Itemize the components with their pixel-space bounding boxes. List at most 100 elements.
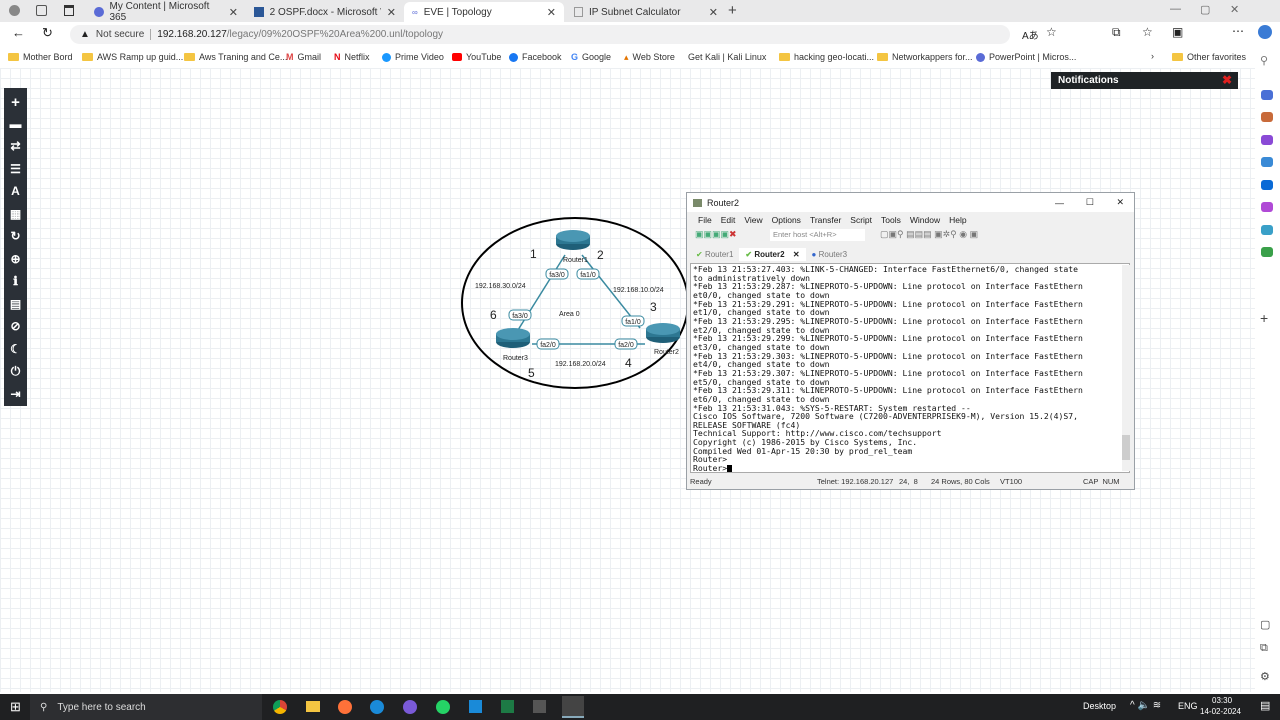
terminal-output[interactable]: *Feb 13 21:53:27.403: %LINK-5-CHANGED: I… xyxy=(690,263,1130,473)
sidebar-layout-icon[interactable]: ▢ xyxy=(1260,619,1271,631)
other-favorites[interactable]: Other favorites xyxy=(1172,52,1246,62)
designer-icon[interactable] xyxy=(1261,202,1273,212)
back-icon[interactable]: ← xyxy=(12,25,25,40)
file-explorer-icon[interactable] xyxy=(306,701,320,712)
url-input[interactable]: ▲ Not secure 192.168.20.127/legacy/09%20… xyxy=(70,25,1010,44)
bookmark-web-store[interactable]: ▴Web Store xyxy=(624,51,675,63)
bookmark-youtube[interactable]: YouTube xyxy=(452,52,501,62)
menu-window[interactable]: Window xyxy=(909,215,941,225)
moon-icon[interactable]: ☾ xyxy=(10,342,21,356)
favorite-star-icon[interactable]: ☆ xyxy=(1046,25,1057,39)
grid-icon[interactable]: ▦ xyxy=(9,207,22,221)
bookmark-prime-video[interactable]: Prime Video xyxy=(382,52,444,62)
close-button[interactable]: ✕ xyxy=(1116,197,1124,207)
profile-icon[interactable] xyxy=(9,5,20,16)
close-tab-icon[interactable]: ✕ xyxy=(708,6,718,19)
close-window-button[interactable]: ✕ xyxy=(1230,4,1240,16)
add-icon[interactable]: + xyxy=(11,94,20,111)
info-icon[interactable]: ℹ xyxy=(13,274,18,288)
close-tab-icon[interactable]: ✕ xyxy=(546,6,556,19)
tab-word[interactable]: 2 OSPF.docx - Microsoft Word O✕ xyxy=(246,2,404,22)
clock-date[interactable]: 14-02-2024 xyxy=(1200,707,1241,716)
more-icon[interactable]: ⋯ xyxy=(1232,24,1244,38)
tree-icon[interactable] xyxy=(1261,247,1273,257)
tab-eve-topology[interactable]: ∞EVE | Topology✕ xyxy=(404,2,564,22)
bookmark-networkappers[interactable]: Networkappers for... xyxy=(877,52,973,62)
toolbar-icons[interactable]: ▢▣⚲ ▤▤▤ ▣✲⚲ ◉ ▣ xyxy=(880,229,979,239)
minimize-button[interactable]: — xyxy=(1170,3,1181,15)
router2-icon[interactable] xyxy=(646,323,680,343)
host-input[interactable]: Enter host <Alt+R> xyxy=(770,229,865,241)
app-icon[interactable] xyxy=(403,700,417,714)
add-sidebar-icon[interactable]: + xyxy=(1260,310,1269,326)
menu-view[interactable]: View xyxy=(744,215,763,225)
connection-icon[interactable]: ⇄ xyxy=(10,139,21,153)
app-icon[interactable] xyxy=(469,700,482,713)
read-aloud-icon[interactable]: Aあ xyxy=(1022,31,1039,42)
refresh-icon[interactable]: ↻ xyxy=(42,25,53,40)
bookmark-powerpoint[interactable]: PowerPoint | Micros... xyxy=(976,52,1076,62)
menu-edit[interactable]: Edit xyxy=(720,215,736,225)
desktop-toolbar[interactable]: Desktop xyxy=(1083,701,1117,711)
games-icon[interactable] xyxy=(1261,135,1273,145)
app-icon[interactable] xyxy=(533,700,546,713)
tab-my-content[interactable]: My Content | Microsoft 365✕ xyxy=(86,1,246,23)
zoom-icon[interactable]: ⊕ xyxy=(10,252,21,266)
menu-options[interactable]: Options xyxy=(771,215,801,225)
lab-icon[interactable]: ▤ xyxy=(9,297,22,311)
close-tab-icon[interactable]: ✕ xyxy=(386,6,396,19)
favorites-icon[interactable]: ☆ xyxy=(1142,25,1153,39)
minimize-button[interactable]: — xyxy=(1055,197,1064,208)
tab-router2[interactable]: ✔ Router2 ✕ xyxy=(739,248,806,261)
close-tab-icon[interactable]: ✕ xyxy=(792,250,800,259)
text-icon[interactable]: A xyxy=(11,184,20,198)
outlook-icon[interactable] xyxy=(1261,180,1273,190)
node-icon[interactable]: ▬ xyxy=(9,117,22,131)
more-bookmarks-icon[interactable]: › xyxy=(1151,51,1154,61)
m365-icon[interactable] xyxy=(1261,157,1273,167)
router3-icon[interactable] xyxy=(496,328,530,348)
disconnect-icon[interactable]: ✖ xyxy=(729,229,737,239)
menu-file[interactable]: File xyxy=(698,215,712,225)
split-icon[interactable]: ⧉ xyxy=(1260,642,1268,654)
taskbar-search[interactable]: ⚲Type here to search xyxy=(30,694,262,720)
search-icon[interactable]: ⚲ xyxy=(1260,55,1269,67)
drop-icon[interactable] xyxy=(1261,225,1273,235)
refresh-icon[interactable]: ↻ xyxy=(10,229,21,243)
router1-icon[interactable] xyxy=(556,230,590,250)
securecrt-taskbar-icon[interactable] xyxy=(562,696,584,718)
start-icon[interactable]: ⊞ xyxy=(10,699,21,714)
tools-icon[interactable] xyxy=(1261,112,1273,122)
tab-router1[interactable]: ✔ Router1 xyxy=(696,250,734,259)
router1-label[interactable]: Router1 xyxy=(563,257,588,264)
split-screen-icon[interactable]: ⧉ xyxy=(1112,25,1121,39)
settings-icon[interactable]: ⚙ xyxy=(1260,671,1270,683)
collections-icon[interactable]: ▣ xyxy=(1172,25,1184,39)
bookmark-aws-ramp[interactable]: AWS Ramp up guid... xyxy=(82,52,183,62)
bookmark-facebook[interactable]: Facebook xyxy=(509,52,562,62)
menu-help[interactable]: Help xyxy=(949,215,967,225)
copilot-icon[interactable] xyxy=(1258,25,1272,39)
bookmark-mother-bord[interactable]: Mother Bord xyxy=(8,52,73,62)
connect-icon[interactable]: ▣▣▣▣ xyxy=(695,229,730,239)
menu-tools[interactable]: Tools xyxy=(881,215,901,225)
workspaces-icon[interactable] xyxy=(36,5,47,16)
menu-script[interactable]: Script xyxy=(850,215,873,225)
edge-icon[interactable] xyxy=(370,700,384,714)
bookmark-aws-training[interactable]: Aws Traning and Ce... xyxy=(184,52,287,62)
tab-router3[interactable]: ● Router3 xyxy=(811,250,848,259)
bookmark-hacking[interactable]: hacking geo-locati... xyxy=(779,52,874,62)
new-tab-button[interactable]: + xyxy=(728,2,737,19)
maximize-button[interactable]: ☐ xyxy=(1085,197,1094,207)
menu-transfer[interactable]: Transfer xyxy=(809,215,842,225)
maximize-button[interactable]: ▢ xyxy=(1200,4,1211,16)
power-icon[interactable]: ⏻ xyxy=(10,364,21,378)
tab-actions-icon[interactable] xyxy=(64,5,74,16)
router3-label[interactable]: Router3 xyxy=(503,355,528,362)
excel-icon[interactable] xyxy=(501,700,514,713)
list-icon[interactable]: ☰ xyxy=(10,162,21,176)
whatsapp-icon[interactable] xyxy=(436,700,450,714)
close-tab-icon[interactable]: ✕ xyxy=(228,6,238,19)
